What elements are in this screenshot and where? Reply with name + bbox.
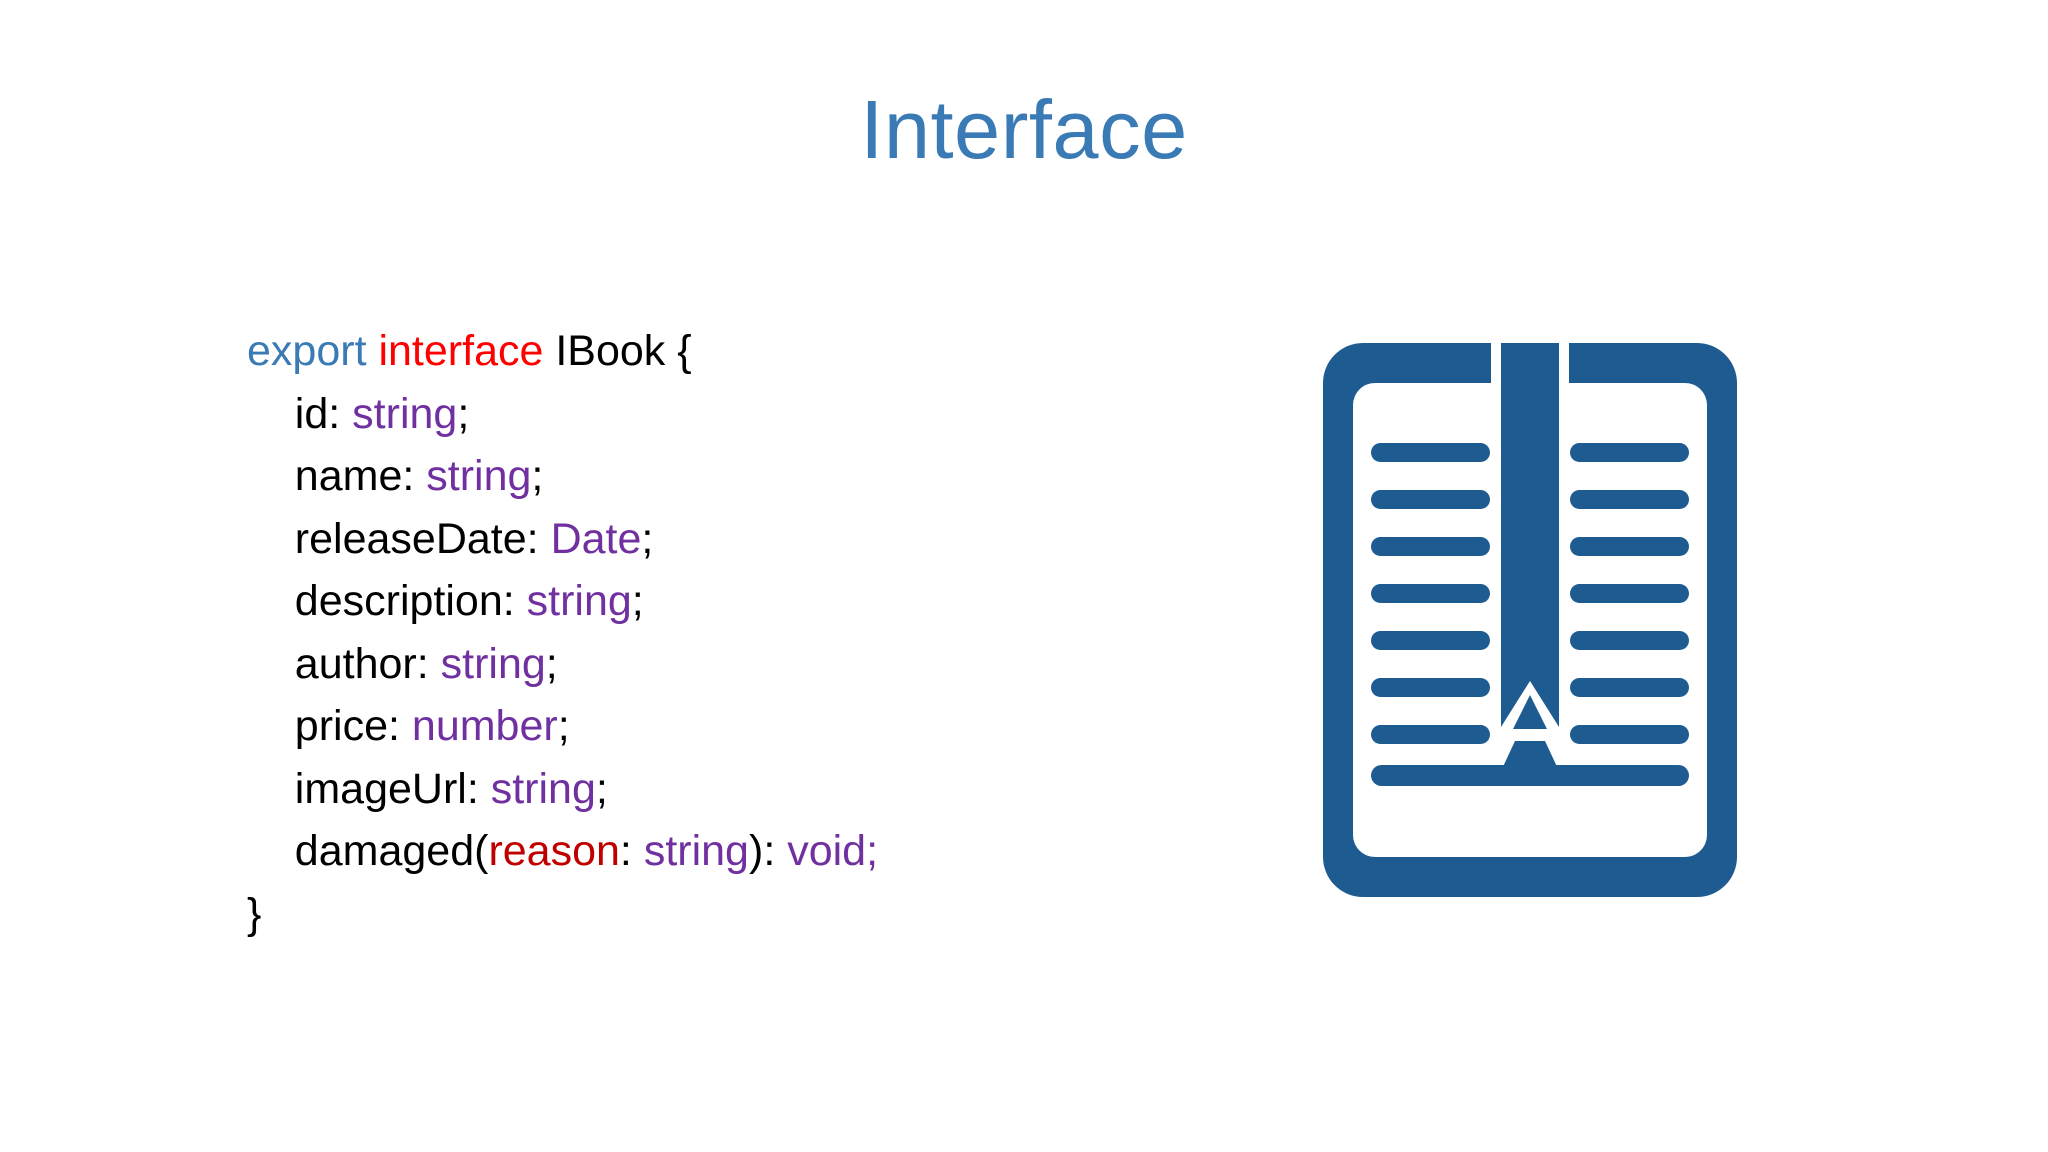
- code-indent: [247, 452, 295, 500]
- code-indent: [247, 515, 295, 563]
- code-line: description: string;: [247, 570, 878, 633]
- code-token-plain: releaseDate:: [294, 514, 551, 563]
- page-title: Interface: [860, 83, 1188, 176]
- code-indent: [247, 765, 295, 813]
- code-token-plain: name:: [294, 452, 427, 500]
- code-token-plain: [367, 327, 379, 375]
- code-line: damaged(reason: string): void;: [247, 820, 878, 883]
- code-token-plain: id:: [294, 389, 353, 438]
- code-indent: [247, 577, 295, 625]
- code-token-plain: IBook {: [543, 327, 692, 375]
- code-line: name: string;: [247, 445, 878, 508]
- book-bottom-line: [1371, 765, 1689, 786]
- code-token-plain: :: [763, 827, 788, 875]
- code-token-keyword: interface: [378, 327, 544, 375]
- code-token-type: Date: [550, 514, 642, 563]
- code-block: export interface IBook { id: string; nam…: [247, 320, 878, 945]
- book-right-page-lines: [1570, 443, 1689, 744]
- code-token-type: string: [643, 827, 749, 875]
- code-token-plain: description:: [294, 577, 527, 625]
- code-token-plain: ;: [531, 452, 544, 500]
- code-line: imageUrl: string;: [247, 758, 878, 821]
- code-token-type: ;: [866, 827, 879, 875]
- code-token-type: string: [426, 452, 532, 500]
- code-line: releaseDate: Date;: [247, 508, 878, 571]
- code-token-plain: author:: [294, 639, 441, 688]
- book-left-page-lines: [1371, 443, 1490, 744]
- code-line: id: string;: [247, 383, 878, 446]
- code-token-type: void: [787, 827, 867, 875]
- code-indent: [247, 702, 295, 750]
- code-token-plain: ): [748, 827, 764, 875]
- book-icon-shape: [1323, 343, 1737, 897]
- code-token-plain: ;: [557, 702, 570, 750]
- code-token-plain: }: [247, 889, 262, 938]
- code-indent: [247, 827, 295, 875]
- code-indent: [247, 640, 295, 688]
- code-indent: [247, 390, 295, 438]
- code-token-plain: ;: [641, 514, 654, 563]
- code-token-type: string: [490, 764, 596, 813]
- code-token-param: reason: [488, 827, 620, 875]
- code-line: }: [247, 883, 878, 946]
- code-token-type: string: [352, 389, 458, 438]
- code-line: price: number;: [247, 695, 878, 758]
- code-token-plain: ;: [457, 389, 470, 438]
- code-token-plain: price:: [294, 702, 412, 750]
- code-token-plain: ;: [545, 639, 558, 688]
- code-line: export interface IBook {: [247, 320, 878, 383]
- code-token-type: string: [440, 639, 546, 688]
- code-token-export: export: [247, 327, 367, 375]
- code-token-type: number: [411, 702, 558, 750]
- code-token-plain: imageUrl:: [294, 764, 491, 813]
- code-line: author: string;: [247, 633, 878, 696]
- code-token-plain: ;: [595, 764, 608, 813]
- code-token-plain: damaged(: [294, 827, 489, 875]
- book-ribbon-a-mark: [1501, 695, 1559, 771]
- open-book-icon: [1323, 343, 1737, 897]
- code-token-plain: :: [619, 827, 644, 875]
- code-token-plain: ;: [631, 577, 644, 625]
- code-token-type: string: [526, 577, 632, 625]
